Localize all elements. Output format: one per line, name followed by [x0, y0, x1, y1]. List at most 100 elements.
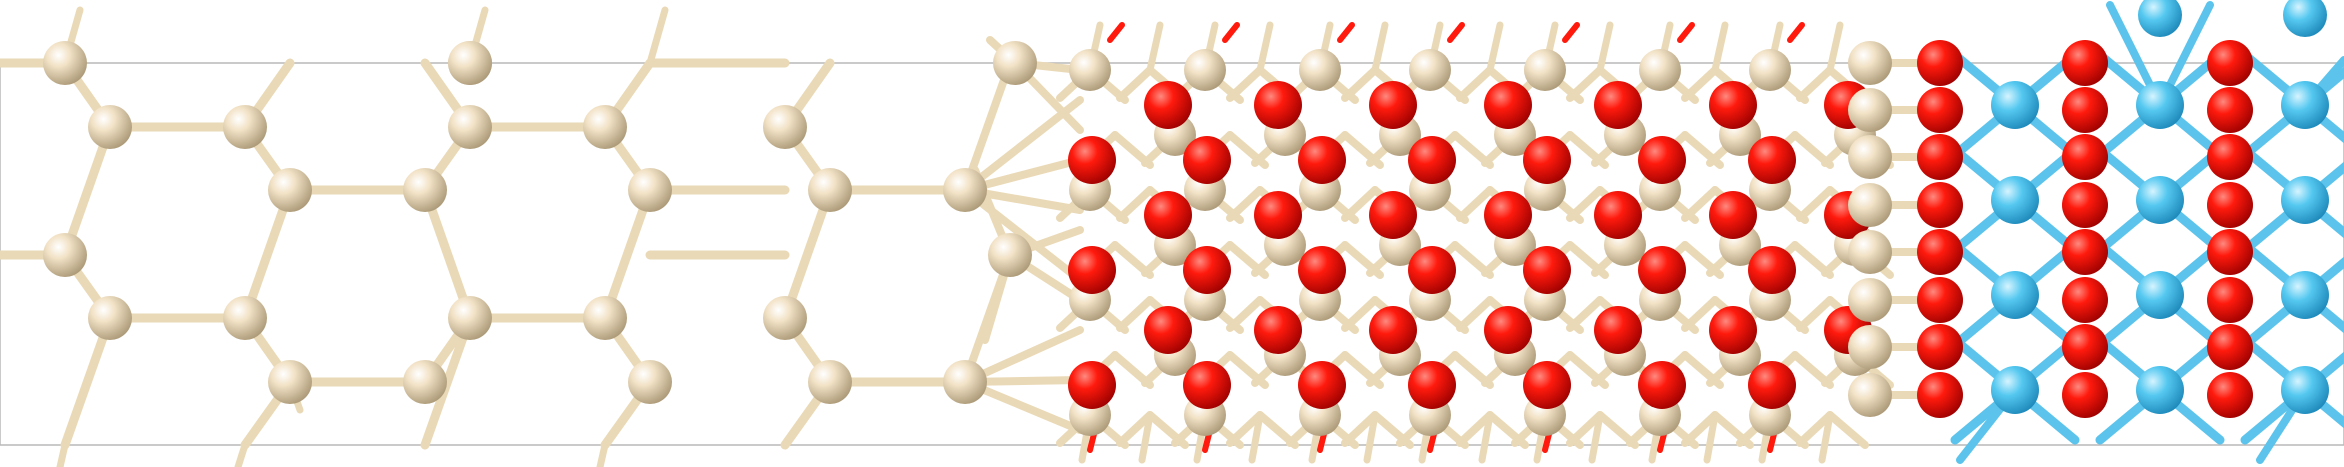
oxygen-atom: [1068, 246, 1116, 294]
metal-atom: [1991, 271, 2039, 319]
silicon-atom: [448, 296, 492, 340]
metal-atom: [2283, 0, 2327, 37]
si-o-bond: [1456, 411, 1494, 447]
si-o-bond: [1681, 66, 1719, 102]
oxygen-atom: [1298, 361, 1346, 409]
si-o-bond: [1363, 411, 1379, 464]
si-o-bond: [1226, 186, 1264, 222]
silicon-atom: [763, 105, 807, 149]
metal-atom: [2136, 271, 2184, 319]
oxygen-atom: [2062, 87, 2108, 133]
oxygen-atom: [1484, 191, 1532, 239]
oxygen-atom: [1748, 136, 1796, 184]
o-bond-stub: [1222, 22, 1240, 43]
si-o-bond: [1588, 411, 1604, 464]
silicon-atom: [1848, 183, 1892, 227]
si-o-bond: [1681, 411, 1719, 447]
si-o-bond: [1681, 186, 1719, 222]
silicon-atom: [1848, 135, 1892, 179]
oxygen-atom: [1594, 306, 1642, 354]
silicon-atom: [223, 296, 267, 340]
oxygen-atom: [2062, 277, 2108, 323]
silicon-atom: [628, 168, 672, 212]
oxygen-atom: [1917, 229, 1963, 275]
o-bond-stub: [1562, 22, 1580, 43]
si-o-bond: [1138, 411, 1154, 464]
oxygen-atom: [2207, 134, 2253, 180]
si-si-bond: [780, 185, 835, 323]
si-o-bond: [1371, 21, 1389, 74]
interface-bond: [961, 186, 1084, 284]
oxygen-atom: [1594, 191, 1642, 239]
oxygen-atom: [2062, 40, 2108, 86]
silicon-atom: [1524, 49, 1566, 91]
o-bond-stub: [1787, 22, 1805, 43]
silicon-atom: [1848, 230, 1892, 274]
oxygen-atom: [1408, 246, 1456, 294]
si-o-bond: [1566, 296, 1604, 332]
oxygen-atom: [1638, 361, 1686, 409]
si-o-bond: [1566, 66, 1604, 102]
o-bond-stub: [1337, 22, 1355, 43]
oxygen-atom: [1917, 372, 1963, 418]
si-o-bond: [1796, 411, 1834, 447]
si-o-bond: [1226, 411, 1264, 447]
silicon-atom: [268, 360, 312, 404]
metal-atom: [1991, 366, 2039, 414]
oxygen-atom: [2207, 324, 2253, 370]
si-o-bond: [1226, 296, 1264, 332]
oxygen-atom: [1594, 81, 1642, 129]
metal-atom: [2281, 271, 2329, 319]
silicon-atom: [943, 360, 987, 404]
silicon-atom: [1848, 325, 1892, 369]
silicon-atom: [583, 296, 627, 340]
silicon-atom: [808, 168, 852, 212]
si-o-bond: [1341, 186, 1379, 222]
si-o-bond: [1341, 411, 1379, 447]
si-o-bond: [1226, 66, 1264, 102]
si-o-bond: [1248, 411, 1264, 464]
silicon-atom: [1639, 49, 1681, 91]
si-o-bond: [1146, 21, 1164, 74]
silicon-atom: [1848, 373, 1892, 417]
silicon-atom: [993, 41, 1037, 85]
oxygen-atom: [1748, 246, 1796, 294]
si-o-bond: [1826, 411, 1869, 449]
silicon-atom: [1184, 49, 1226, 91]
oxygen-atom: [1369, 191, 1417, 239]
si-si-bond: [420, 313, 475, 450]
si-o-bond: [1826, 21, 1844, 74]
si-bond-stub: [234, 441, 249, 467]
si-o-bond: [1456, 186, 1494, 222]
oxygen-atom: [2207, 277, 2253, 323]
si-o-bond: [1566, 186, 1604, 222]
metal-atom: [2136, 81, 2184, 129]
si-o-bond: [1711, 21, 1729, 74]
o-bond-stub: [1107, 22, 1125, 43]
oxygen-atom: [2207, 87, 2253, 133]
silicon-atom: [448, 105, 492, 149]
o-bond-stub: [1677, 22, 1695, 43]
oxygen-atom: [1748, 361, 1796, 409]
o-bond-stub: [1447, 22, 1465, 43]
oxygen-atom: [2062, 229, 2108, 275]
oxygen-atom: [2062, 134, 2108, 180]
si-o-bond: [1456, 296, 1494, 332]
oxygen-atom: [1144, 81, 1192, 129]
si-o-bond: [1796, 66, 1834, 102]
metal-atom: [1991, 176, 2039, 224]
si-si-bond: [420, 185, 475, 323]
silicon-atom: [88, 296, 132, 340]
si-o-bond: [1116, 411, 1154, 447]
oxygen-atom: [1254, 306, 1302, 354]
oxygen-atom: [1144, 306, 1192, 354]
oxygen-atom: [1484, 306, 1532, 354]
oxygen-atom: [1298, 246, 1346, 294]
atom-layer: [43, 0, 2329, 436]
si-o-bond: [1116, 296, 1154, 332]
silicon-atom: [943, 168, 987, 212]
si-o-bond: [1456, 66, 1494, 102]
oxygen-atom: [1917, 87, 1963, 133]
silicon-atom: [808, 360, 852, 404]
oxygen-atom: [1523, 136, 1571, 184]
